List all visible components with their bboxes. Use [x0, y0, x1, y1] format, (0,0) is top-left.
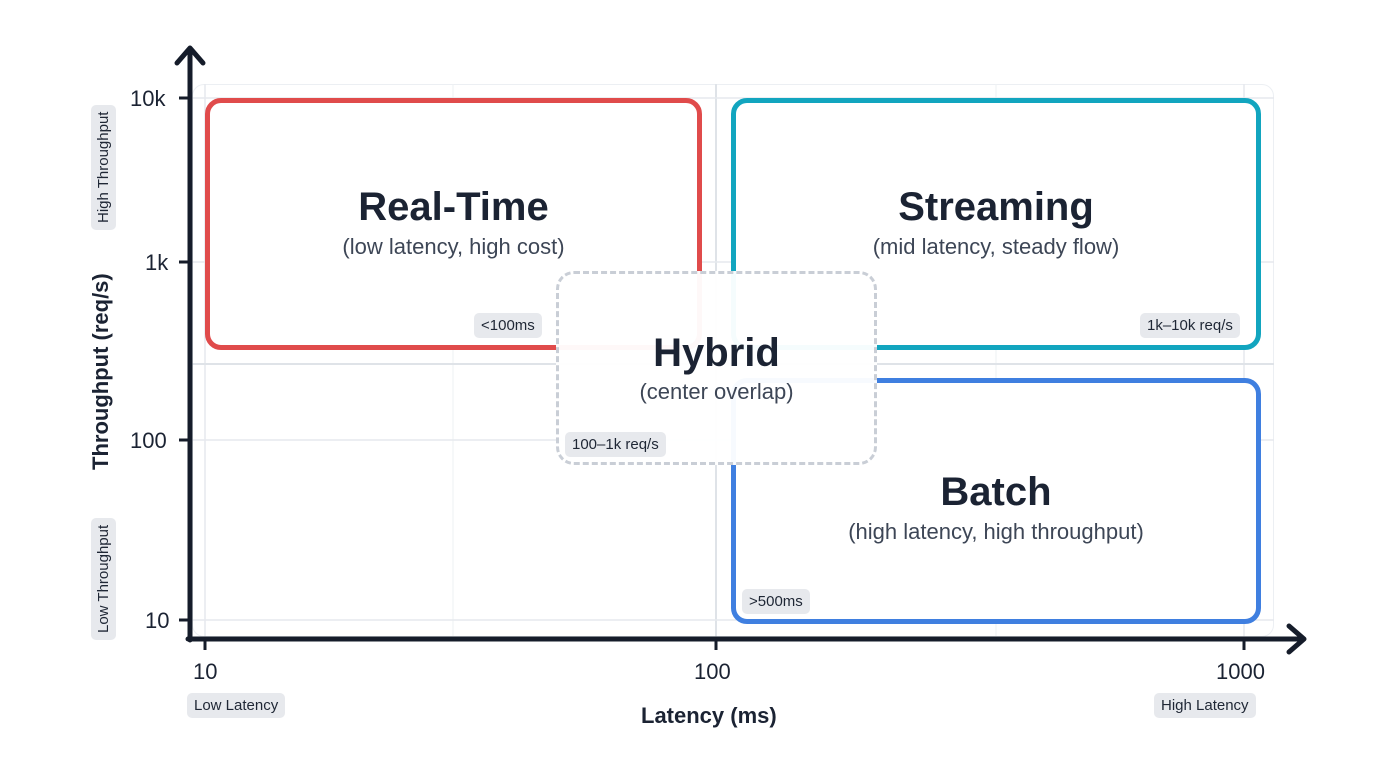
realtime-tag: <100ms	[474, 313, 542, 338]
x-tick-label-1000: 1000	[1216, 659, 1265, 684]
y-axis-title: Throughput (req/s)	[88, 273, 113, 470]
high-throughput-label: High Throughput	[91, 104, 116, 230]
low-latency-label: Low Latency	[187, 693, 286, 718]
hybrid-subtitle: (center overlap)	[639, 379, 794, 404]
streaming-subtitle: (mid latency, steady flow)	[872, 234, 1120, 259]
streaming-tag: 1k–10k req/s	[1140, 313, 1240, 338]
high-latency-label: High Latency	[1154, 693, 1256, 718]
batch-title: Batch	[940, 470, 1052, 514]
batch-subtitle: (high latency, high throughput)	[848, 519, 1144, 544]
y-tick-label-10k: 10k	[130, 86, 166, 111]
hybrid-overlap-box: Hybrid (center overlap)	[556, 271, 877, 465]
realtime-title: Real-Time	[358, 185, 549, 229]
y-tick-label-1k: 1k	[145, 250, 169, 275]
x-axis-arrow-icon	[1286, 623, 1307, 655]
x-tick-label-100: 100	[694, 659, 731, 684]
hybrid-title: Hybrid	[653, 331, 780, 375]
y-tick-label-100: 100	[130, 428, 167, 453]
batch-tag: >500ms	[742, 589, 810, 614]
x-tick-label-10: 10	[193, 659, 218, 684]
low-throughput-label: Low Throughput	[91, 517, 116, 640]
hybrid-tag: 100–1k req/s	[565, 432, 666, 457]
y-tick-label-10: 10	[145, 608, 170, 633]
realtime-subtitle: (low latency, high cost)	[342, 234, 565, 259]
streaming-title: Streaming	[898, 185, 1094, 229]
y-axis-arrow-icon	[174, 45, 206, 66]
x-axis-title: Latency (ms)	[641, 703, 777, 728]
